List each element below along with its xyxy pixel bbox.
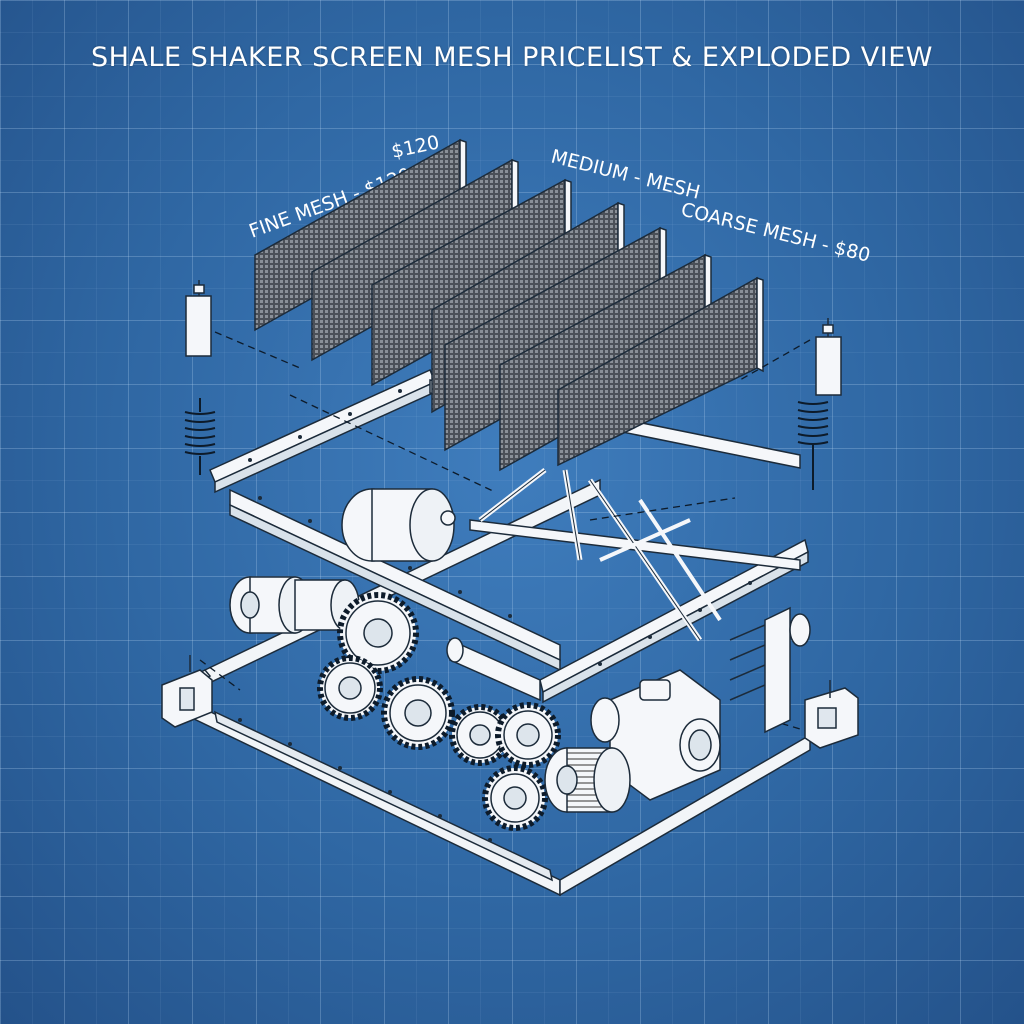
mount-block-right [815,318,842,396]
gearbox [590,669,721,801]
spring-right [797,401,829,490]
gear [317,655,383,721]
mesh-panels [254,138,764,472]
gear [449,704,511,766]
gear [381,676,455,750]
spring-left [184,398,216,475]
mount-block-bottom-right [804,680,859,749]
drive-motor [544,747,631,813]
page-title: SHALE SHAKER SCREEN MESH PRICELIST & EXP… [90,42,933,73]
drive-shaft [446,637,541,702]
end-bracket [729,606,811,734]
base-frame [163,478,811,897]
mount-block-bottom-left [161,655,213,728]
shaft-coupling [229,576,360,634]
mesh-panel [557,276,764,467]
gear [495,702,561,768]
gear [482,765,548,831]
mount-block-left [185,280,212,357]
vibrator-motor [341,488,456,562]
assembly-guide-lines [199,331,821,736]
label-medium-mesh: MEDIUM - MESH [549,146,702,204]
gear-train [317,592,561,831]
